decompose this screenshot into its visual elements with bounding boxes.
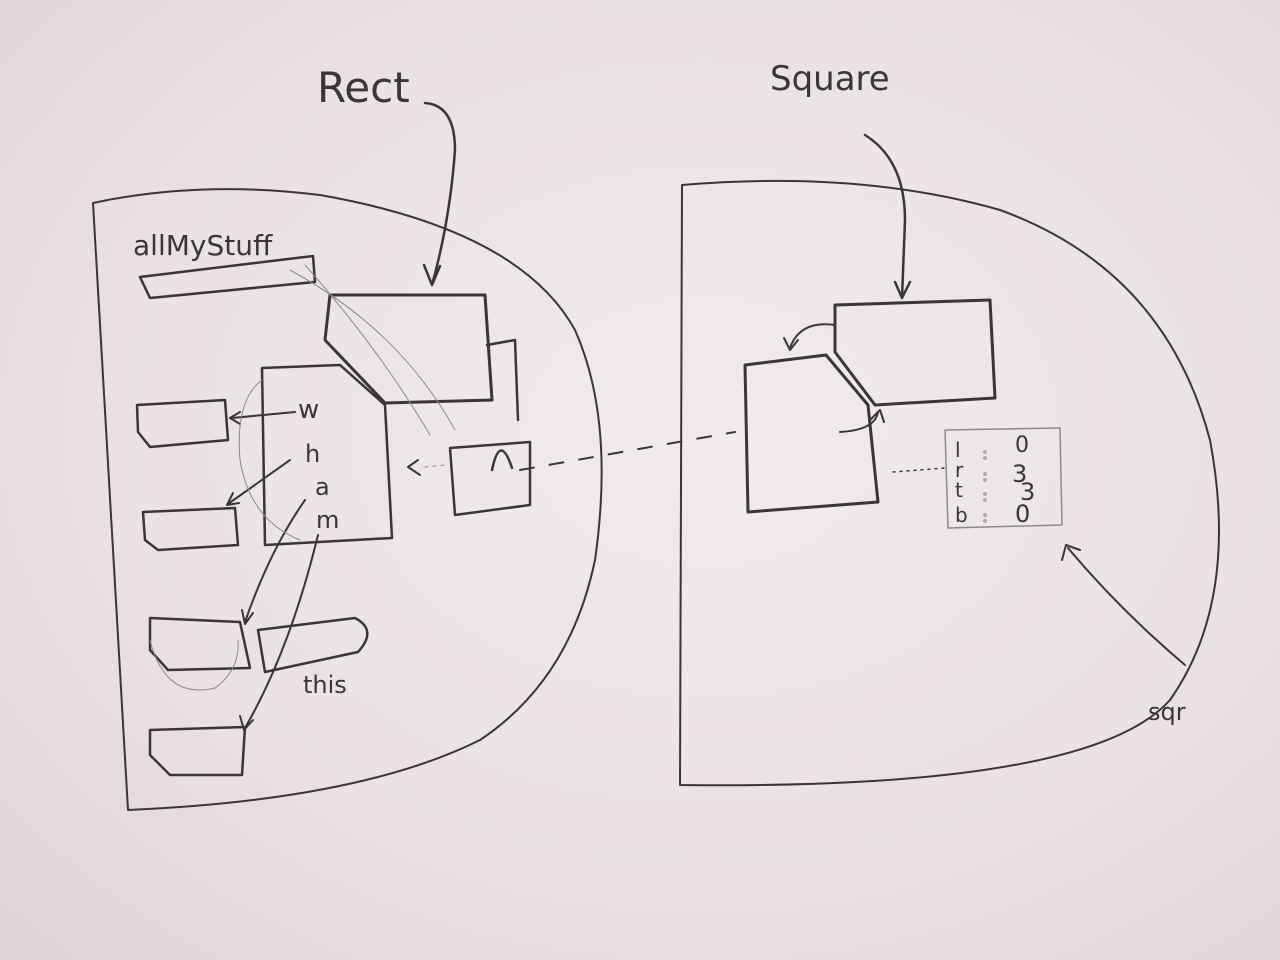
small-box-arc xyxy=(490,449,514,472)
square-curl-1 xyxy=(783,323,836,351)
table-value-l: 0 xyxy=(1015,433,1029,458)
faint-curve-3 xyxy=(238,379,301,541)
table-separators xyxy=(983,450,987,523)
connection-dashed-line xyxy=(519,431,736,471)
square-label: Square xyxy=(770,59,890,99)
rect-pointer-line xyxy=(485,338,520,422)
faint-curve-4 xyxy=(149,639,239,691)
rect-label: Rect xyxy=(317,63,410,112)
a-target-box xyxy=(148,616,252,672)
rect-object xyxy=(323,293,494,405)
square-curl-2 xyxy=(839,409,885,433)
letter-w: w xyxy=(298,395,319,425)
table-value-b: 0 xyxy=(1015,500,1030,528)
h-target-box xyxy=(141,506,240,552)
all-my-stuff-label: allMyStuff xyxy=(133,229,273,262)
letter-a: a xyxy=(315,473,330,501)
letter-h: h xyxy=(305,440,320,468)
square-inner-object xyxy=(743,353,880,514)
right-scope-region xyxy=(679,179,1220,787)
a-arrow xyxy=(241,499,306,625)
table-key-r: r xyxy=(955,458,964,482)
all-my-stuff-array xyxy=(138,254,317,300)
table-key-l: l xyxy=(955,438,961,462)
table-key-t: t xyxy=(955,478,963,502)
table-value-r: 3 xyxy=(1012,460,1027,488)
table-value-t: 3 xyxy=(1020,478,1035,506)
w-target-box xyxy=(135,398,230,449)
left-scope-region xyxy=(92,188,603,811)
faint-curve-1 xyxy=(289,269,456,431)
table-key-b: b xyxy=(955,503,968,527)
small-box-arrowhead xyxy=(407,459,421,476)
faint-curve-2 xyxy=(304,264,431,436)
h-arrow xyxy=(226,459,291,506)
this-label: this xyxy=(303,671,347,699)
square-label-arrow xyxy=(863,133,912,300)
m-arrow xyxy=(239,534,319,731)
square-object xyxy=(833,298,997,407)
sqr-label: sqr xyxy=(1148,698,1186,726)
sqr-table-box xyxy=(944,427,1063,529)
small-box-dotted xyxy=(424,464,446,468)
w-arrow xyxy=(229,411,296,425)
m-target-box xyxy=(148,725,247,777)
rect-label-arrow xyxy=(422,101,457,287)
small-box xyxy=(448,440,532,517)
square-to-table-dotted xyxy=(892,467,946,473)
this-pointer-box xyxy=(256,616,369,674)
sqr-label-arrow xyxy=(1061,544,1186,666)
letter-m: m xyxy=(316,506,339,534)
